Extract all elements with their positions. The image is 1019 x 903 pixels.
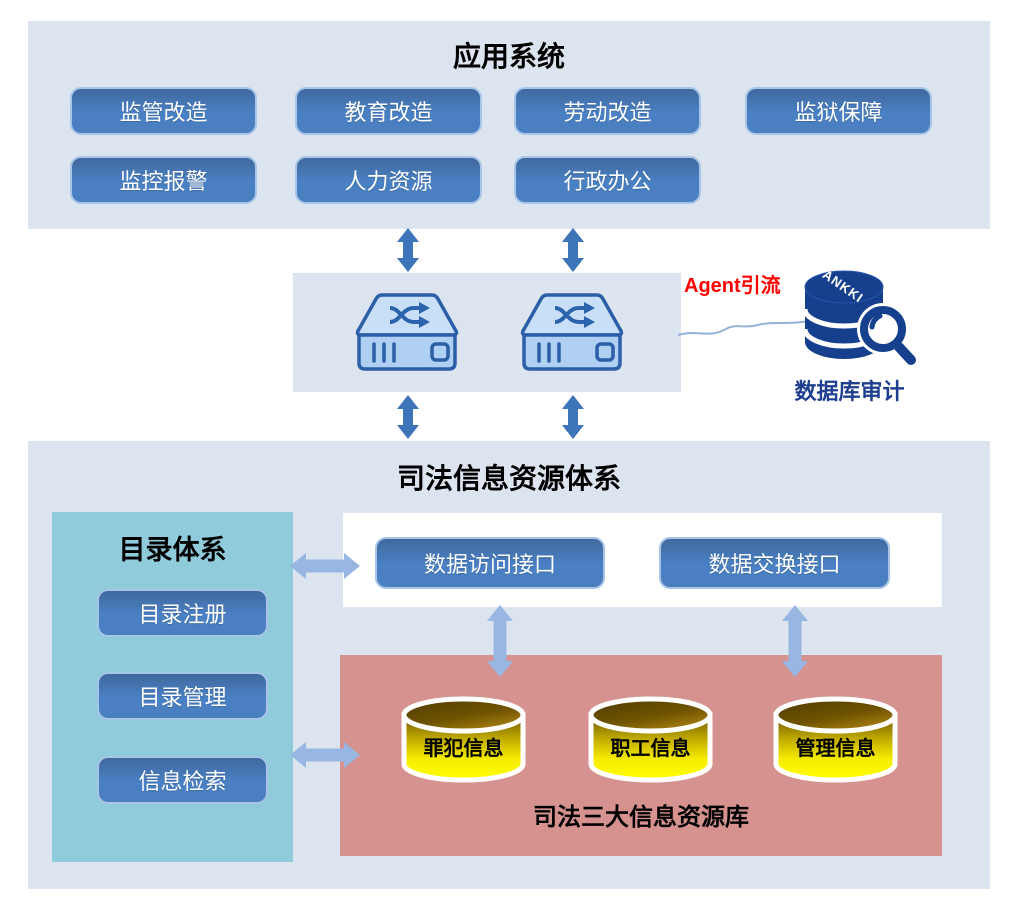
- database-cylinder-icon: [588, 696, 713, 783]
- database-label: 职工信息: [610, 738, 691, 760]
- catalog-button-manage: 目录管理: [97, 672, 268, 720]
- double-arrow-icon: [290, 742, 360, 768]
- database-cylinder-icon: [401, 696, 526, 783]
- database-label: 管理信息: [795, 738, 876, 760]
- database-audit-magnifier-icon: ANKKI: [802, 267, 917, 370]
- app-button-labor-reform: 劳动改造: [514, 87, 701, 135]
- catalog-button-register: 目录注册: [97, 589, 268, 637]
- app-button-prison-support: 监狱保障: [745, 87, 932, 135]
- data-access-interface-button: 数据访问接口: [375, 537, 605, 589]
- app-button-education-reform: 教育改造: [295, 87, 482, 135]
- app-button-human-resources: 人力资源: [295, 156, 482, 204]
- double-arrow-icon: [562, 395, 584, 439]
- database-cylinder-management-info: 管理信息: [770, 694, 901, 790]
- network-switch-icon: [355, 293, 459, 371]
- database-cylinder-criminal-info: 罪犯信息: [398, 694, 529, 790]
- data-exchange-interface-button: 数据交换接口: [659, 537, 890, 589]
- double-arrow-icon: [290, 553, 360, 579]
- database-audit-label: 数据库审计: [794, 379, 905, 404]
- repository-title: 司法三大信息资源库: [533, 804, 749, 831]
- database-label: 罪犯信息: [423, 738, 504, 760]
- agent-tap-label: Agent引流: [684, 275, 781, 297]
- database-cylinder-staff-info: 职工信息: [585, 694, 716, 790]
- catalog-button-info-search: 信息检索: [97, 756, 268, 804]
- agent-connector-line: [677, 320, 810, 336]
- application-system-title: 应用系统: [452, 41, 565, 72]
- network-switch-icon: [520, 293, 624, 371]
- double-arrow-icon: [562, 228, 584, 272]
- double-arrow-icon: [782, 605, 808, 677]
- database-cylinder-icon: [773, 696, 898, 783]
- double-arrow-icon: [487, 605, 513, 677]
- app-button-monitoring-alarm: 监控报警: [70, 156, 257, 204]
- judicial-resource-title: 司法信息资源体系: [396, 463, 621, 494]
- double-arrow-icon: [397, 228, 419, 272]
- double-arrow-icon: [397, 395, 419, 439]
- app-button-administrative-office: 行政办公: [514, 156, 701, 204]
- app-button-supervision-reform: 监管改造: [70, 87, 257, 135]
- catalog-system-title: 目录体系: [118, 535, 227, 565]
